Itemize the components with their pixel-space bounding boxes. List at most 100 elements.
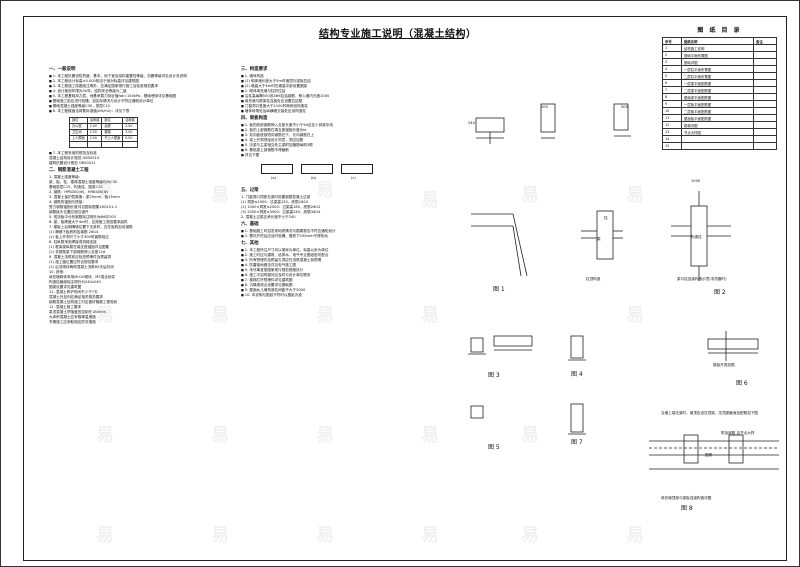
drawing-index-cell: [753, 58, 777, 66]
note-line: 4. 梁上开洞须经设计同意，洞边加筋: [241, 138, 336, 143]
drawing-index-cell: 15: [662, 142, 682, 150]
detail-fig4-fig7: [568, 335, 586, 435]
drawing-index-header-cell: 序号: [662, 37, 682, 45]
drawing-index-header-cell: 备注: [753, 37, 777, 45]
note-line: 1. 墙体构造: [241, 74, 336, 79]
drawing-index-cell: [681, 135, 754, 143]
detail-fig2: [671, 191, 731, 281]
drawing-index-cell: 5: [662, 72, 682, 80]
note-line: 7. 楼梯栏杆预埋件详见建筑图: [241, 278, 336, 283]
note-line: 构造柱截面除注明外为240x240: [49, 280, 101, 284]
note-line: 1. 板的底部钢筋伸入支座长度不小于5d且至少到梁中线: [241, 123, 336, 128]
detail-a-section: [475, 117, 505, 133]
note-construct-col: 构造柱: [691, 235, 702, 239]
note-line: 建筑抗震设计规范 GB50011: [49, 161, 96, 165]
note-line: 钢筋混凝土结构施工时应做好隐蔽工程验收: [49, 300, 118, 304]
note-line: 1. 本工程所注尺寸均以毫米为单位，标高以米为单位: [241, 248, 336, 253]
note-line: 1. 基础施工时如发现地质情况与勘察报告不符应通知设计: [241, 229, 336, 234]
note-line: 6. 本工程楼面活荷载标准值(kN/m2)：详见下表: [49, 109, 187, 114]
figure-label-5: 图 5: [488, 444, 500, 451]
note-fig2: 梁与柱连接构造示意(非抗震时): [677, 277, 727, 281]
note-line: 4. 钢筋的锚固与搭接：: [49, 200, 86, 204]
detail-b-section: [540, 103, 556, 133]
note-fig1: 柱顶构造: [586, 277, 601, 281]
note-line: 2. 本工程设计标高±0.000相当于绝对标高详见建筑图: [49, 79, 187, 84]
section-heading: 六、基础: [241, 222, 259, 227]
note-line: 4. 设计使用年限为50年，结构安全等级为二级: [49, 89, 187, 94]
note-line: (1) 隔墙下板底附加钢筋 2Φ14: [49, 230, 99, 234]
note-line: (2) 1000<洞宽≤2000：过梁高180，底筋2Φ12: [241, 205, 321, 209]
note-line: 混凝土外加剂应满足相关规范要求: [49, 295, 103, 299]
section-heading: 四、梁板构造: [241, 116, 268, 121]
note-line: 8. 沉降观测点设置详见基础图: [241, 283, 336, 288]
load-table-row: [69, 141, 138, 148]
note-line: 2. 混凝土过梁支承长度不小于240: [241, 215, 296, 219]
section-heading: 一、一般说明: [49, 67, 76, 72]
note-line: 详见下图: [241, 153, 336, 158]
note-line: 5. 次梁与主梁相交处主梁附加箍筋每侧3根: [241, 143, 336, 148]
drawing-index-cell: 11: [662, 114, 682, 122]
dim-1000: 1000: [691, 179, 701, 183]
drawing-index-cell: 12: [662, 121, 682, 129]
note-line: 1. 门窗洞口顶部无梁时设置钢筋混凝土过梁: [241, 195, 311, 199]
figure-label-3: 图 3: [488, 372, 500, 379]
drawing-index-cell: 6: [662, 79, 682, 87]
load-table-row: 部位活荷载部位活荷载: [69, 117, 138, 124]
load-table-cell: 不上人屋面: [101, 135, 124, 142]
note-line: 5. 现浇板中分布钢筋除注明外为Φ6@200: [49, 215, 116, 219]
dim-200: 200: [541, 105, 548, 109]
beam-detail-label: (b): [311, 176, 317, 180]
note-line: (1) 洞宽≤1000：过梁高120，底筋2Φ10: [241, 200, 309, 204]
note-line: 基础施工前应进行验槽，如实际情况与设计不符应通知设计单位: [49, 99, 187, 104]
figure-label-1: 图 1: [493, 286, 505, 293]
note-line: (2) 后浇带待两侧混凝土浇筑60天后封闭: [49, 265, 114, 269]
section-heading: 三、构造要求: [241, 67, 268, 72]
notes-column-2: 三、构造要求 1. 墙体构造 (1) 砌体墙长度大于5m时墙顶与梁板拉结 (2) …: [241, 65, 373, 298]
note-line: 基础混凝土强度等级C30，垫层C15: [49, 104, 187, 109]
drawing-index-cell: 屋面梁平面配筋图: [681, 93, 754, 101]
note-line: 5. 本工程基础持力层，地基承载力特征值fak=150kPa，基础埋深详见基础图: [49, 94, 187, 99]
label-column: 柱: [604, 216, 608, 220]
drawing-index-header: 序号图纸名称备注: [662, 37, 777, 45]
drawing-index-title: 图 纸 目 录: [697, 27, 742, 34]
drawing-index-cell: [681, 142, 754, 150]
beam-detail-row: (a) (b) (c): [241, 162, 373, 184]
note-line: 冬期施工应采取相应防冻措施: [49, 320, 96, 324]
note-line: 1. 本工程抗震设防烈度、基本、地下室及结构重要性等级，抗震等级详见设计总说明: [49, 74, 187, 79]
beam-detail-label: (c): [351, 176, 356, 180]
note-line: 大体积混凝土应采取降温措施: [49, 315, 96, 319]
drawing-index-cell: [753, 135, 777, 143]
note-line: 2. 钢筋：HPB300(Φ)，HRB400(Φ): [49, 190, 108, 194]
drawing-index-cell: 二层柱平面布置图: [681, 72, 754, 80]
note-line: 3. 本工程施工除图纸注明外，应满足国家现行施工及验收规范要求: [49, 84, 187, 89]
drawing-index-cell: [753, 142, 777, 150]
note-line: 7. 本工程采用的规范及标准: [49, 151, 187, 156]
section-heading: 五、过梁: [241, 188, 259, 193]
load-table-cell: 上人屋面: [69, 135, 88, 142]
drawing-index-cell: 7: [662, 86, 682, 94]
note-line: 2. 板的上部钢筋在端支座锚固长度为la: [241, 128, 336, 133]
note-line: 泵送混凝土坍落度宜控制在180mm: [49, 310, 106, 314]
note-line: 11. 混凝土养护时间不少于7天: [49, 290, 98, 294]
note-line: (1) 砌体墙长度大于5m时墙顶与梁板拉结: [241, 79, 336, 84]
drawing-index-cell: 二层梁平面配筋图: [681, 86, 754, 94]
note-line: (1) 框架梁纵筋在端支座锚固详见图集: [49, 245, 110, 249]
drawing-index-cell: 3: [662, 58, 682, 66]
drawing-index-cell: 4: [662, 65, 682, 73]
beam-detail-label: (a): [271, 176, 277, 180]
dim-500: 500: [621, 105, 628, 109]
note-line: 10. 其他：: [49, 270, 67, 274]
drawing-index-cell: 一层柱平面布置图: [681, 65, 754, 73]
load-table-cell: [86, 141, 103, 148]
beam-detail-sketch: [261, 164, 293, 174]
note-line: (2) 板上开洞尺寸小于300时钢筋绕过: [49, 235, 109, 239]
drawing-index-cell: 13: [662, 128, 682, 136]
